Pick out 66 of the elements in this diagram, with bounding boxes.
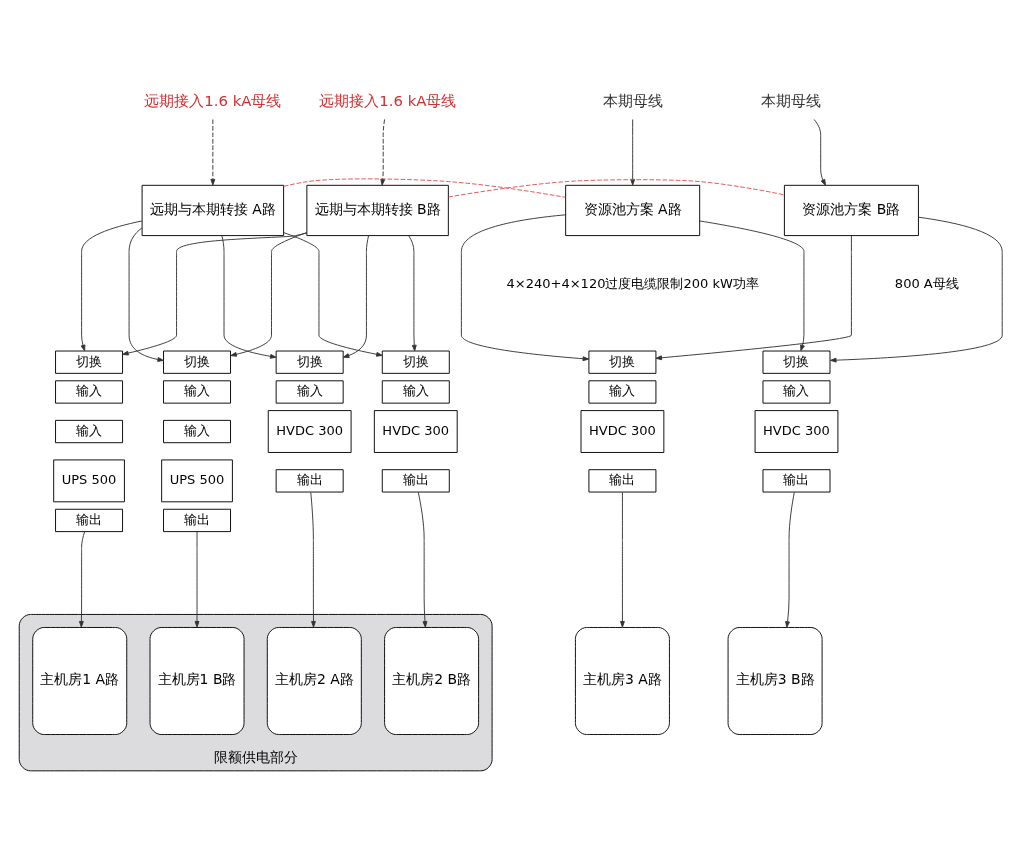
node-text: 远期接入1.6 kA母线 [319,91,457,110]
node-box: 切换 [381,350,450,374]
node-box: 主机房2 A路 [266,626,362,735]
arrow [80,220,143,351]
arrow [655,234,852,360]
connector [283,177,566,198]
arrow [417,491,428,628]
node-box: 输入 [588,379,657,404]
node-box: 输入 [275,379,344,404]
node-box: UPS 500 [161,458,233,502]
arrow [699,220,805,351]
arrow [830,216,1003,363]
arrow [620,491,625,628]
node-box: 切换 [588,350,657,374]
node-box: 主机房1 B路 [149,626,245,735]
arrow [342,234,370,358]
node-box: 远期与本期转接 B路 [306,184,449,236]
node-box: 切换 [55,350,124,374]
node-box: 主机房3 A路 [574,626,670,735]
node-box: 资源池方案 B路 [783,184,919,236]
node-box: 主机房2 B路 [384,626,480,735]
node-box: 输出 [55,508,124,532]
arrow [813,118,826,186]
label: 4×240+4×120过度电缆限制200 kW功率 [506,275,759,291]
node-box: 切换 [275,350,344,374]
node-box: 输入 [381,379,450,404]
node-box: 输入 [55,419,124,443]
node-box: 输出 [381,468,450,492]
label: 800 A母线 [894,275,959,291]
node-box: 主机房3 B路 [727,626,823,735]
arrow [630,118,636,185]
node-box: HVDC 300 [754,409,839,453]
node-text: 本期母线 [602,91,663,110]
node-box: 切换 [163,350,231,374]
node-box: 输出 [163,508,231,532]
node-text: 远期接入1.6 kA母线 [144,91,282,110]
connector [448,178,785,197]
arrow [230,231,308,357]
arrow [460,213,590,361]
arrow [221,234,277,359]
node-box: HVDC 300 [267,409,352,453]
node-box: 资源池方案 A路 [565,184,701,236]
node-box: 输出 [275,468,344,492]
arrow [122,232,308,355]
node-box: 输出 [762,468,831,492]
node-box: HVDC 300 [373,409,458,453]
node-box: 输入 [163,379,231,404]
arrow [283,231,383,357]
arrow [310,491,316,628]
arrow [408,235,417,351]
node-box: 输入 [55,379,124,404]
node-box: 输出 [588,468,657,492]
arrow [785,491,795,628]
arrow [380,118,386,185]
arrow [128,227,164,362]
node-box: HVDC 300 [580,409,665,453]
node-box: 主机房1 A路 [32,626,128,735]
arrow [78,530,86,628]
arrow [210,118,216,185]
arrow [194,530,200,628]
node-box: 输入 [762,379,831,404]
node-box: 远期与本期转接 A路 [141,184,285,236]
node-box: UPS 500 [53,458,125,502]
node-box: 切换 [762,350,831,374]
node-text: 本期母线 [760,91,821,110]
node-box: 输入 [163,419,231,443]
